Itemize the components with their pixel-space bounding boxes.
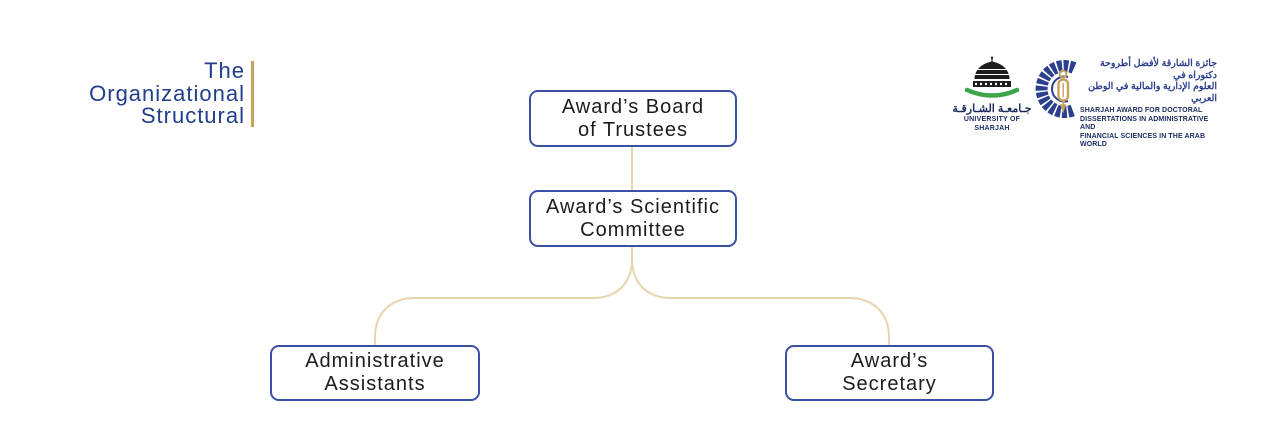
award-english-line-2: DISSERTATIONS IN ADMINISTRATIVE AND bbox=[1080, 115, 1209, 132]
award-crescent-icon bbox=[1035, 60, 1077, 118]
page-title-line-1: The bbox=[204, 58, 245, 83]
page-title-line-2: Organizational bbox=[89, 80, 245, 106]
node-awards-board-of-trustees: Award’s Board of Trustees bbox=[529, 90, 737, 147]
university-english-name: UNIVERSITY OF SHARJAH bbox=[963, 116, 1021, 132]
university-of-sharjah-logo: جـامعـة الشـارقـة UNIVERSITY OF SHARJAH bbox=[948, 56, 1036, 133]
university-arabic-name: جـامعـة الشـارقـة bbox=[952, 103, 1032, 115]
node-label-line: Award’s bbox=[850, 350, 929, 372]
university-dome-icon bbox=[964, 56, 1020, 98]
node-label-line: Administrative bbox=[305, 350, 445, 372]
node-label-line: of Trustees bbox=[578, 118, 688, 141]
award-english-line-3: FINANCIAL SCIENCES IN THE ARAB WORLD bbox=[1080, 132, 1206, 149]
node-administrative-assistants: Administrative Assistants bbox=[270, 345, 480, 401]
connector-right-branch bbox=[631, 258, 890, 345]
node-label-line: Award’s Board bbox=[561, 95, 705, 118]
title-accent-bar bbox=[251, 61, 254, 127]
node-awards-scientific-committee: Award’s Scientific Committee bbox=[529, 190, 737, 247]
award-logo-text: جائزة الشارقة لأفضل أطروحة دكتوراه في ال… bbox=[1080, 58, 1217, 150]
node-awards-secretary: Award’s Secretary bbox=[785, 345, 994, 401]
award-arabic-line-2: العلوم الإدارية والمالية في الوطن العربي bbox=[1088, 81, 1217, 104]
award-arabic-line-1: جائزة الشارقة لأفضل أطروحة دكتوراه في bbox=[1099, 58, 1217, 81]
node-label-line: Secretary bbox=[842, 373, 937, 395]
page-title: The Organizational Structural bbox=[0, 58, 245, 128]
connector-left-branch bbox=[374, 258, 633, 345]
node-label-line: Award’s Scientific bbox=[546, 195, 720, 218]
node-label-line: Assistants bbox=[324, 373, 426, 395]
award-english-line-1: SHARJAH AWARD FOR DOCTORAL bbox=[1080, 107, 1203, 114]
page-title-line-3: Structural bbox=[140, 103, 245, 128]
node-label-line: Committee bbox=[580, 218, 686, 241]
